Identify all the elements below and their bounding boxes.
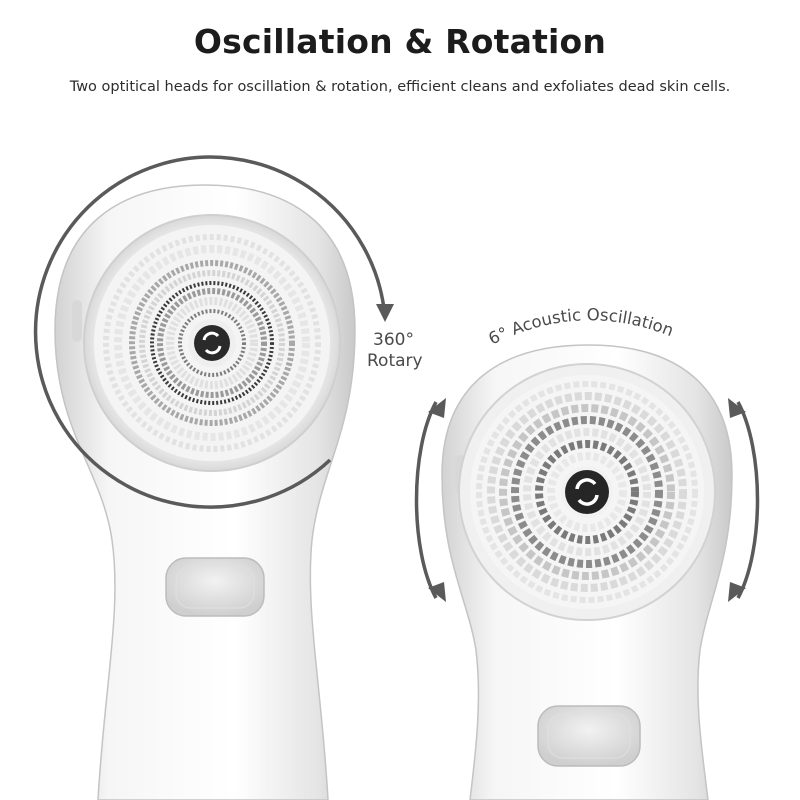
- left-cleansing-brush: [54, 184, 356, 800]
- rotary-label-line1: 360°: [373, 330, 414, 350]
- rotation-ring: [33, 155, 394, 509]
- power-button-right: [537, 705, 641, 767]
- brush-hub-left: [194, 325, 230, 361]
- right-cleansing-brush: [441, 344, 733, 800]
- oscillation-label: 6° Acoustic Oscillation: [486, 305, 677, 348]
- oscillation-arrow-left: [414, 398, 446, 602]
- oscillation-arrow-right: [728, 398, 760, 602]
- rotary-label-line2: Rotary: [367, 351, 423, 371]
- brush-hub-right: [565, 470, 609, 514]
- brush-bristles-left: [94, 225, 330, 461]
- power-button-left: [165, 557, 265, 617]
- page-subtitle: Two optitical heads for oscillation & ro…: [69, 79, 731, 95]
- rotation-arrowhead: [376, 304, 394, 322]
- page-title: Oscillation & Rotation: [193, 22, 607, 61]
- side-slot-left: [72, 300, 82, 342]
